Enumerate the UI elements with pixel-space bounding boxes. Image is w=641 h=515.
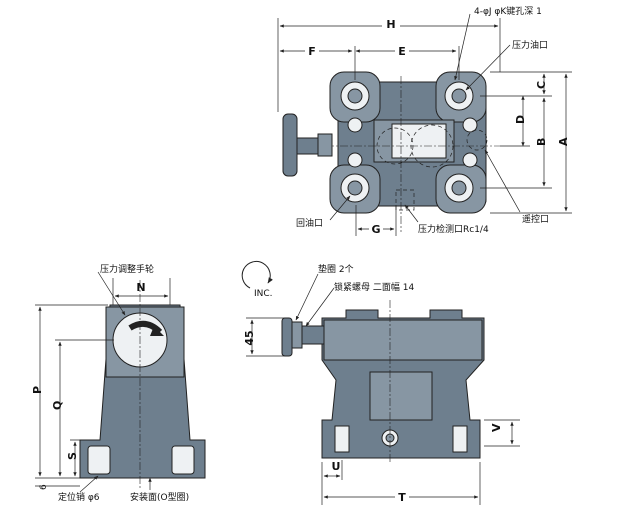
dim-S: S xyxy=(66,452,79,460)
dim-H: H xyxy=(386,18,395,31)
dim-N: N xyxy=(136,281,145,294)
gauge-port-callout: 压力检测口Rc1/4 xyxy=(418,223,489,235)
dim-D: D xyxy=(514,115,527,124)
washer-callout: 垫圈 2个 xyxy=(318,263,354,275)
dim-F: F xyxy=(308,45,316,58)
locknut-callout: 锁紧螺母 二面幅 14 xyxy=(334,281,414,293)
dim-U: U xyxy=(332,460,341,473)
dim-T: T xyxy=(398,491,406,504)
dim-Q: Q xyxy=(51,401,64,410)
dim-six: 6 xyxy=(39,484,49,490)
dim-G: G xyxy=(371,223,380,236)
dim-45: 45 xyxy=(243,330,256,345)
dim-C: C xyxy=(535,81,548,89)
inc-label: INC. xyxy=(254,289,273,299)
valve-body-side xyxy=(79,304,206,479)
pressure-port-callout: 压力油口 xyxy=(512,39,548,51)
holes-callout: 4-φJ φK键孔深 1 xyxy=(474,5,542,17)
dim-B: B xyxy=(535,138,548,146)
return-port-callout: 回油口 xyxy=(296,217,323,229)
hand-wheel-front xyxy=(281,317,325,357)
hand-wheel-top xyxy=(282,113,333,177)
top-view: H F E C D B A G 4-φJ φK键孔深 1 压力油口 xyxy=(277,5,572,236)
front-view: INC. 45 T U V 垫圈 2个 锁紧螺母 二面幅 14 xyxy=(241,260,520,505)
handwheel-callout: 压力调整手轮 xyxy=(100,263,154,275)
dim-V: V xyxy=(490,423,503,432)
dim-E: E xyxy=(398,45,406,58)
remote-port-callout: 遥控口 xyxy=(522,213,549,225)
face-callout: 安装面(O型圈) xyxy=(130,491,189,503)
dim-P: P xyxy=(31,386,44,394)
side-view: N P Q S 6 压力调整手轮 定位销 φ6 安装面(O型圈) xyxy=(31,263,206,503)
valve-body-front xyxy=(321,309,485,459)
pin-callout: 定位销 φ6 xyxy=(58,491,100,503)
valve-body-top xyxy=(329,71,487,214)
dim-A: A xyxy=(557,137,570,146)
